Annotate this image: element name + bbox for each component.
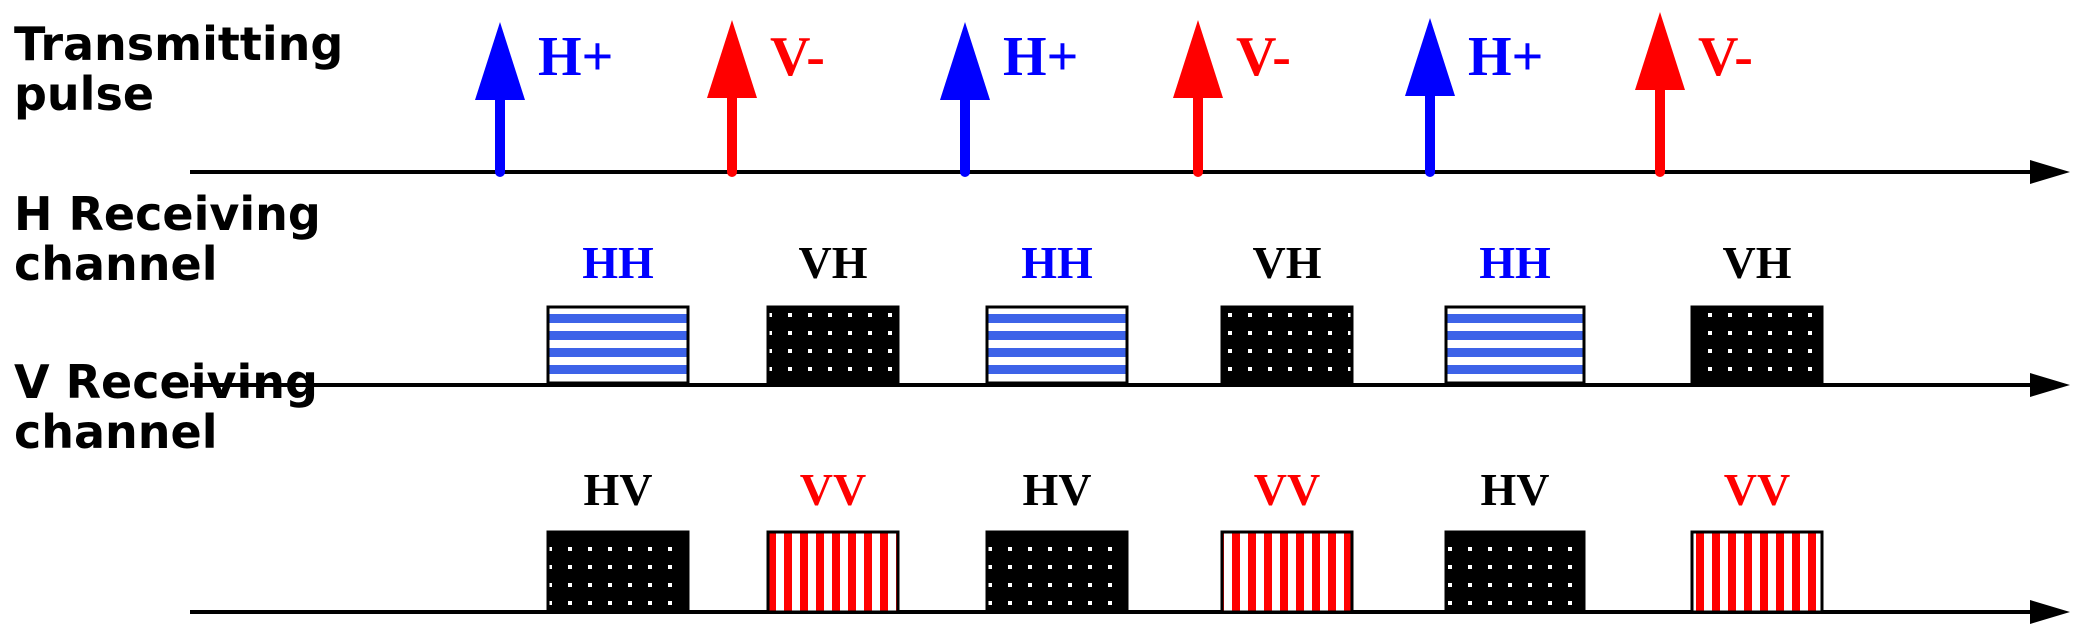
pulse-arrow-head [707,20,757,98]
receive-slot-label: VH [799,237,868,288]
row-label-line1: V Receiving [14,355,318,409]
row-label-line2: pulse [14,67,154,121]
row-label-transmitting: Transmitting pulse [14,17,343,121]
receive-slot: VV [1690,464,1824,614]
receive-slot-box [546,530,690,614]
time-axis-h-receive [190,373,2070,397]
receive-slot-label: HH [1021,237,1093,288]
receive-slot-box [766,530,900,614]
receive-slot-label: VV [800,464,866,515]
axis-arrowhead [2030,160,2070,184]
receive-slot-label: VV [1254,464,1320,515]
receive-slot-box [1444,305,1586,385]
receive-slot-box [1690,530,1824,614]
receive-slot: HV [1444,464,1586,614]
row-label-line1: Transmitting [14,17,343,71]
receive-slot: VH [1220,237,1354,385]
pulse-arrow-head [1173,20,1223,98]
v-receiving-slots: HV VV HV VV HV VV [546,464,1824,614]
h-receiving-slots: HH VH HH VH HH VH [546,237,1824,385]
receive-slot: HV [546,464,690,614]
axis-arrowhead [2030,373,2070,397]
row-label-v-receiving: V Receiving channel [14,355,318,459]
receive-slot-label: HH [1479,237,1551,288]
receive-slot: HH [1444,237,1586,385]
axis-arrowhead [2030,600,2070,624]
receive-slot-label: HV [1481,464,1550,515]
receive-slot-box [985,530,1129,614]
receive-slot-label: HH [582,237,654,288]
receive-slot-label: HV [1023,464,1092,515]
pulse-label: H+ [538,26,613,88]
pulse-arrow-head [940,22,990,100]
pulse-label: V- [1698,26,1753,88]
pulse-label: H+ [1003,26,1078,88]
receive-slot-box [1220,530,1354,614]
transmit-pulse: H+ [940,22,1078,177]
pulse-label: V- [770,26,825,88]
receive-slot-label: VH [1723,237,1792,288]
transmit-pulses: H+ V- H+ V- H+ V- [475,12,1753,177]
pulse-arrow-head [1635,12,1685,90]
pulse-arrow-head [1405,18,1455,96]
receive-slot-label: VV [1724,464,1790,515]
transmit-pulse: V- [1635,12,1753,177]
receive-slot: HH [985,237,1129,385]
row-label-line2: channel [14,237,218,291]
receive-slot-label: HV [584,464,653,515]
receive-slot-box [1690,305,1824,385]
receive-slot-box [1220,305,1354,385]
receive-slot-box [766,305,900,385]
receive-slot-label: VH [1253,237,1322,288]
transmit-pulse: H+ [1405,18,1543,177]
row-label-h-receiving: H Receiving channel [14,187,321,291]
transmit-pulse: V- [1173,20,1291,177]
pulse-arrow-head [475,22,525,100]
row-label-line2: channel [14,405,218,459]
receive-slot: HV [985,464,1129,614]
receive-slot: VH [766,237,900,385]
receive-slot: VV [1220,464,1354,614]
receive-slot: HH [546,237,690,385]
receive-slot: VH [1690,237,1824,385]
pulse-label: H+ [1468,26,1543,88]
transmit-pulse: V- [707,20,825,177]
receive-slot-box [985,305,1129,385]
receive-slot-box [546,305,690,385]
receive-slot: VV [766,464,900,614]
row-label-line1: H Receiving [14,187,321,241]
transmit-pulse: H+ [475,22,613,177]
receive-slot-box [1444,530,1586,614]
time-axis-transmit [190,160,2070,184]
pulse-label: V- [1236,26,1291,88]
